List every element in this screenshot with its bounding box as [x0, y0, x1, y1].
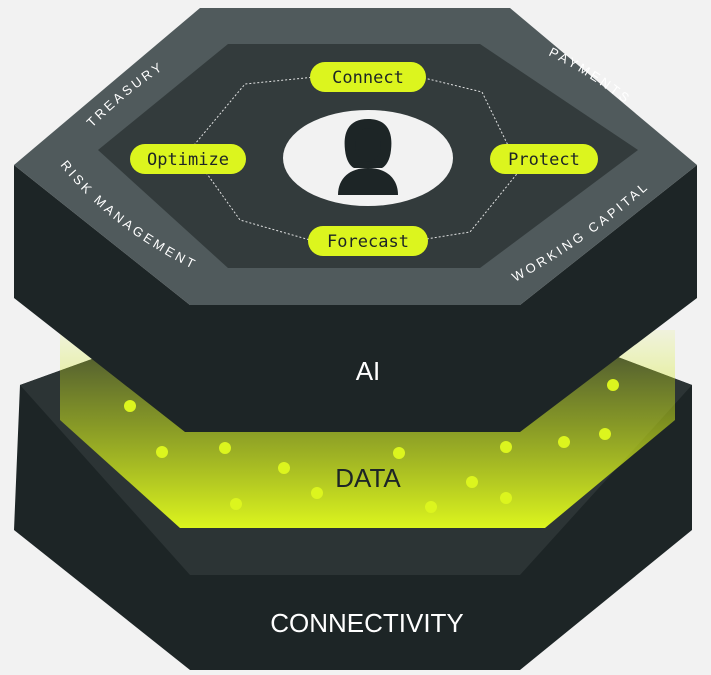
data-point	[500, 492, 512, 504]
action-pill-forecast	[308, 226, 428, 256]
user-icon	[338, 119, 398, 195]
action-pill-protect	[490, 144, 598, 174]
data-point	[219, 442, 231, 454]
data-point	[599, 428, 611, 440]
data-points	[124, 379, 619, 513]
data-point	[124, 400, 136, 412]
ai-label: AI	[356, 356, 381, 386]
data-point	[278, 462, 290, 474]
data-point	[500, 441, 512, 453]
action-forecast-label: Forecast	[327, 232, 409, 252]
action-protect: Protect	[490, 144, 598, 174]
action-pill-optimize	[130, 144, 246, 174]
data-point	[425, 501, 437, 513]
data-point	[230, 498, 242, 510]
data-point	[156, 446, 168, 458]
action-connect-label: Connect	[332, 68, 404, 88]
action-pill-connect	[310, 62, 426, 92]
ai-layer: AI Connect Optimize Protect Forecast	[14, 8, 697, 432]
action-optimize: Optimize	[130, 144, 246, 174]
data-label: DATA	[335, 463, 401, 493]
data-point	[393, 447, 405, 459]
data-point	[466, 476, 478, 488]
data-point	[311, 487, 323, 499]
data-point	[558, 436, 570, 448]
action-protect-label: Protect	[508, 150, 580, 170]
action-optimize-label: Optimize	[147, 150, 229, 170]
action-forecast: Forecast	[308, 226, 428, 256]
connectivity-label: CONNECTIVITY	[270, 608, 464, 638]
action-connect: Connect	[310, 62, 426, 92]
ai-slab	[14, 165, 697, 432]
data-point	[607, 379, 619, 391]
